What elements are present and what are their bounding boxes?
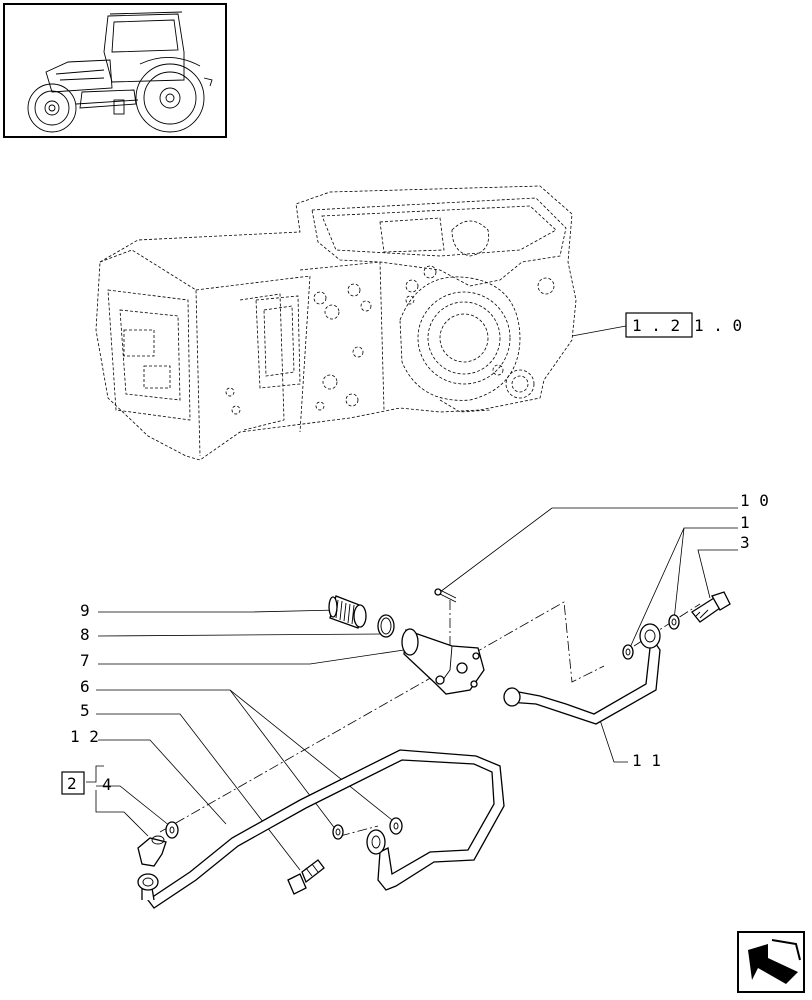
tractor-thumbnail-icon[interactable] [3, 3, 227, 138]
sub-reference-text: 2 [67, 774, 77, 793]
part-6-washer[interactable] [165, 817, 403, 840]
ref-rest-text: 1 . 0 [694, 316, 742, 335]
callout-9: 9 [80, 601, 90, 620]
callout-5: 5 [80, 701, 90, 720]
part-4-elbow[interactable] [137, 835, 167, 867]
part-9-filter[interactable] [328, 595, 367, 629]
callout-7: 7 [80, 651, 90, 670]
callout-11: 1 1 [632, 751, 661, 770]
callout-8: 8 [80, 625, 90, 644]
callout-4: 4 [102, 775, 112, 794]
reference-group-1-2-1-0[interactable]: 1 . 2 1 . 0 [571, 312, 742, 338]
ref-box-text: 1 . 2 [632, 316, 680, 335]
callout-6: 6 [80, 677, 90, 696]
assembly-axis-lines [159, 600, 701, 837]
part-3-bolt[interactable] [691, 591, 731, 623]
part-1-washer[interactable] [622, 614, 680, 660]
callout-1: 1 [740, 513, 750, 532]
callout-3: 3 [740, 533, 750, 552]
part-11-pipe[interactable] [503, 623, 661, 725]
callout-labels: 1 0 1 3 9 8 7 6 5 1 2 4 1 1 [70, 491, 769, 794]
part-12-pipe[interactable] [137, 749, 505, 909]
callout-12: 1 2 [70, 727, 99, 746]
part-5-bolt[interactable] [287, 859, 325, 895]
leader-lines [95, 507, 738, 871]
part-10-screw[interactable] [434, 588, 457, 603]
sub-reference-2[interactable]: 2 [61, 765, 104, 795]
next-page-arrow-icon[interactable] [737, 931, 805, 993]
transmission-housing [95, 185, 577, 461]
callout-10: 1 0 [740, 491, 769, 510]
part-7-filter-housing[interactable] [401, 628, 485, 695]
part-8-o-ring[interactable] [377, 614, 395, 638]
